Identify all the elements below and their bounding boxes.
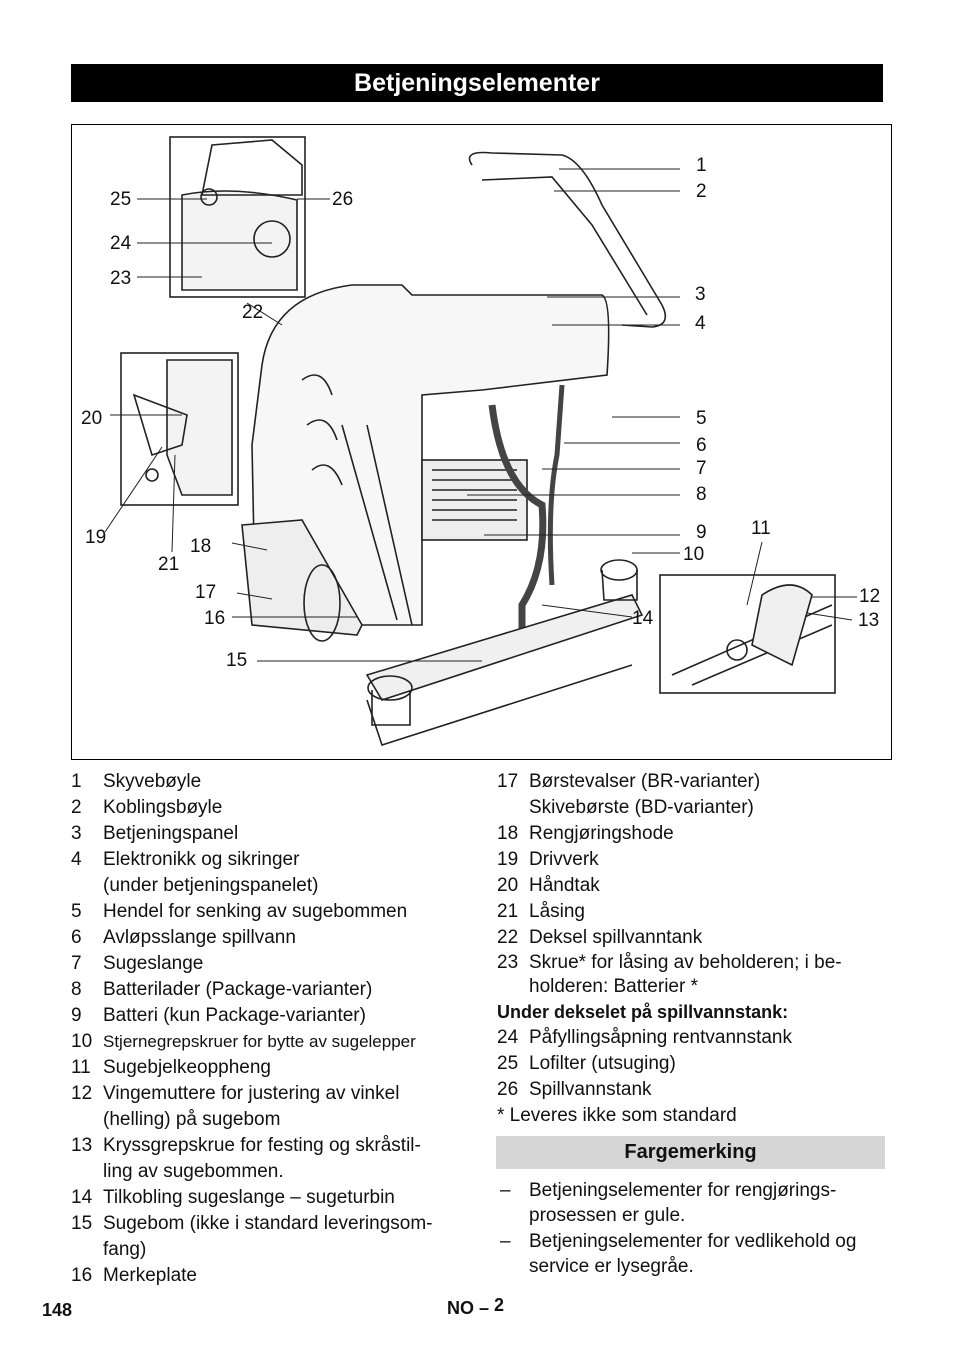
callout-17: 17	[195, 582, 217, 603]
machine-drawing	[104, 136, 857, 747]
callout-1: 1	[696, 155, 707, 176]
callout-24: 24	[110, 233, 132, 254]
machine-illustration: 1 2 3 4 5 6 7 8 9 10 11 12 13 14 15 16 1…	[71, 124, 892, 760]
page-number: 148	[42, 1300, 73, 1320]
color-marking-list: –Betjeningselementer for rengjørings-pro…	[496, 1178, 888, 1280]
callout-8: 8	[696, 484, 707, 505]
callout-7: 7	[696, 458, 707, 479]
callout-9: 9	[696, 522, 707, 543]
callout-15: 15	[226, 650, 248, 671]
callout-20: 20	[81, 408, 103, 429]
callout-5: 5	[696, 408, 707, 429]
callout-19: 19	[85, 527, 107, 548]
callout-23: 23	[110, 268, 132, 289]
color-marking-heading: Fargemerking	[496, 1136, 885, 1169]
under-cover-heading: Under dekselet på spillvannstank:	[497, 1002, 789, 1022]
callout-2: 2	[696, 181, 707, 202]
footer-language: NO – 2	[447, 1295, 505, 1318]
callout-10: 10	[683, 544, 705, 565]
callout-11: 11	[751, 518, 771, 539]
callout-26: 26	[332, 189, 354, 210]
callout-4: 4	[695, 313, 706, 334]
callout-22: 22	[242, 302, 264, 323]
callout-6: 6	[696, 435, 707, 456]
callout-16: 16	[204, 608, 226, 629]
callout-12: 12	[859, 586, 881, 607]
callout-13: 13	[858, 610, 880, 631]
callout-25: 25	[110, 189, 132, 210]
page-title: Betjeningselementer	[71, 64, 883, 102]
callout-21: 21	[158, 554, 180, 575]
callout-14: 14	[632, 608, 654, 629]
footnote: * Leveres ikke som standard	[497, 1105, 737, 1126]
callout-18: 18	[190, 536, 212, 557]
inset-tank-frame	[169, 136, 306, 298]
inset-suction-frame	[659, 574, 836, 694]
callout-3: 3	[695, 284, 706, 305]
inset-drive-frame	[120, 352, 239, 506]
bullet-item: –Betjeningselementer for rengjørings-pro…	[500, 1180, 837, 1226]
